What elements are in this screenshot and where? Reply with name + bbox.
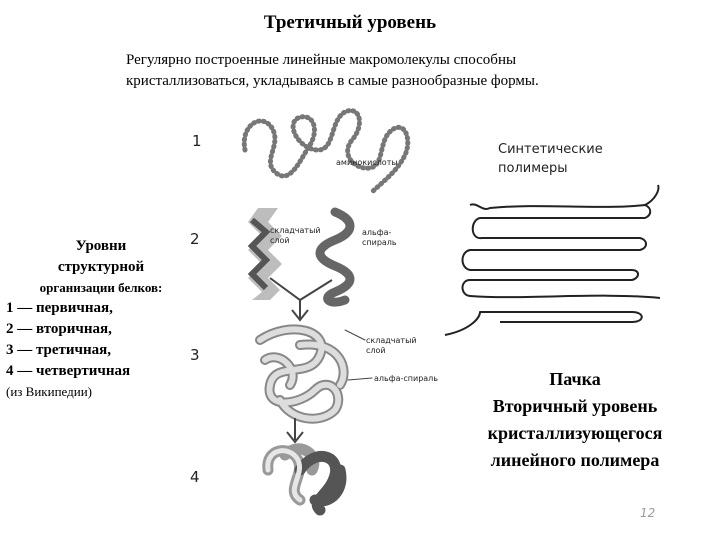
label-aminoacids: аминокислоты xyxy=(336,158,398,167)
pack-line-1: Пачка xyxy=(549,369,601,389)
levels-heading-3: организации белков: xyxy=(39,280,163,295)
pack-caption: Пачка Вторичный уровень кристаллизующего… xyxy=(450,366,700,474)
synthetic-polymers-caption: Синтетические полимеры xyxy=(498,140,603,178)
page-number: 12 xyxy=(640,506,656,520)
label-helix-2: альфа- спираль xyxy=(362,228,397,247)
polymer-pack-diagram xyxy=(444,184,661,336)
amino-acid-chain-diagram xyxy=(241,108,411,195)
level-number-1: 1 xyxy=(192,132,202,150)
pack-line-2: Вторичный уровень xyxy=(492,396,658,416)
intro-text: Регулярно построенные линейные макромоле… xyxy=(126,50,666,92)
alpha-helix-diagram xyxy=(315,207,355,307)
pack-line-4: линейного полимера xyxy=(490,450,660,470)
level-number-2: 2 xyxy=(190,230,200,248)
pack-line-3: кристаллизующегося xyxy=(487,423,663,443)
levels-heading-1: Уровни xyxy=(75,238,127,254)
level-item-1: 1 — первичная, xyxy=(6,300,113,316)
arrow-down-icon xyxy=(269,277,333,322)
level-number-4: 4 xyxy=(190,468,200,486)
arrow-down-icon xyxy=(286,418,304,444)
levels-panel: Уровни структурной организации белков: 1… xyxy=(6,236,196,402)
beta-sheet-diagram xyxy=(247,208,282,300)
level-number-3: 3 xyxy=(190,346,200,364)
levels-source: (из Википедии) xyxy=(6,384,92,399)
label-sheet-3: складчатый слой xyxy=(366,336,417,355)
intro-line-1: Регулярно построенные линейные макромоле… xyxy=(126,52,517,68)
slide-title: Третичный уровень xyxy=(263,12,437,33)
level-item-4: 4 — четвертичная xyxy=(6,363,131,379)
label-sheet-2: складчатый слой xyxy=(270,226,321,245)
synthetic-line-1: Синтетические xyxy=(498,142,603,157)
levels-heading-2: структурной xyxy=(57,259,145,275)
tertiary-structure-diagram xyxy=(255,324,373,424)
level-item-3: 3 — третичная, xyxy=(6,342,112,358)
quaternary-structure-diagram xyxy=(262,443,347,516)
level-item-2: 2 — вторичная, xyxy=(6,321,112,337)
label-helix-3: альфа-спираль xyxy=(374,374,438,383)
synthetic-line-2: полимеры xyxy=(498,161,568,176)
intro-line-2: кристаллизоваться, укладываясь в самые р… xyxy=(126,73,539,89)
